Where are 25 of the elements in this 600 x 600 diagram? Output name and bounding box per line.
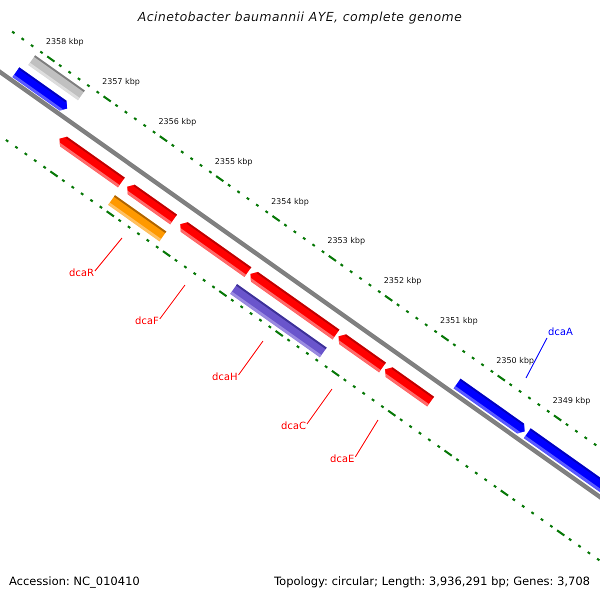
gene-label: dcaE [330, 455, 354, 465]
scale-label: 2349 kbp [552, 396, 590, 405]
scale-label: 2351 kbp [440, 317, 478, 326]
leader-line [94, 238, 122, 272]
leader-line [238, 340, 264, 376]
genome-info-text: Topology: circular; Length: 3,936,291 bp; Genes: 3,708 [274, 576, 590, 588]
accession-text: Accession: NC_010410 [9, 576, 140, 588]
scale-label: 2356 kbp [158, 118, 196, 126]
leader-line [354, 420, 378, 458]
leader-line [306, 388, 332, 424]
gene-label: dcaA [548, 328, 573, 338]
scale-label: 2354 kbp [271, 198, 309, 206]
scale-label: 2352 kbp [384, 277, 422, 286]
gene-label: dcaR [69, 269, 94, 279]
scale-label: 2350 kbp [496, 357, 534, 366]
scale-label: 2357 kbp [102, 78, 140, 86]
leader-line [159, 284, 186, 320]
title: Acinetobacter baumannii AYE, complete genome [136, 11, 464, 24]
gene-label: dcaC [281, 422, 306, 432]
scale-label: 2358 kbp [46, 38, 84, 46]
gene-label: dcaH [212, 373, 238, 383]
scale-label: 2353 kbp [327, 237, 366, 246]
scale-label: 2355 kbp [214, 158, 252, 166]
leader-line [526, 338, 548, 378]
gene-label: dcaF [135, 317, 159, 327]
